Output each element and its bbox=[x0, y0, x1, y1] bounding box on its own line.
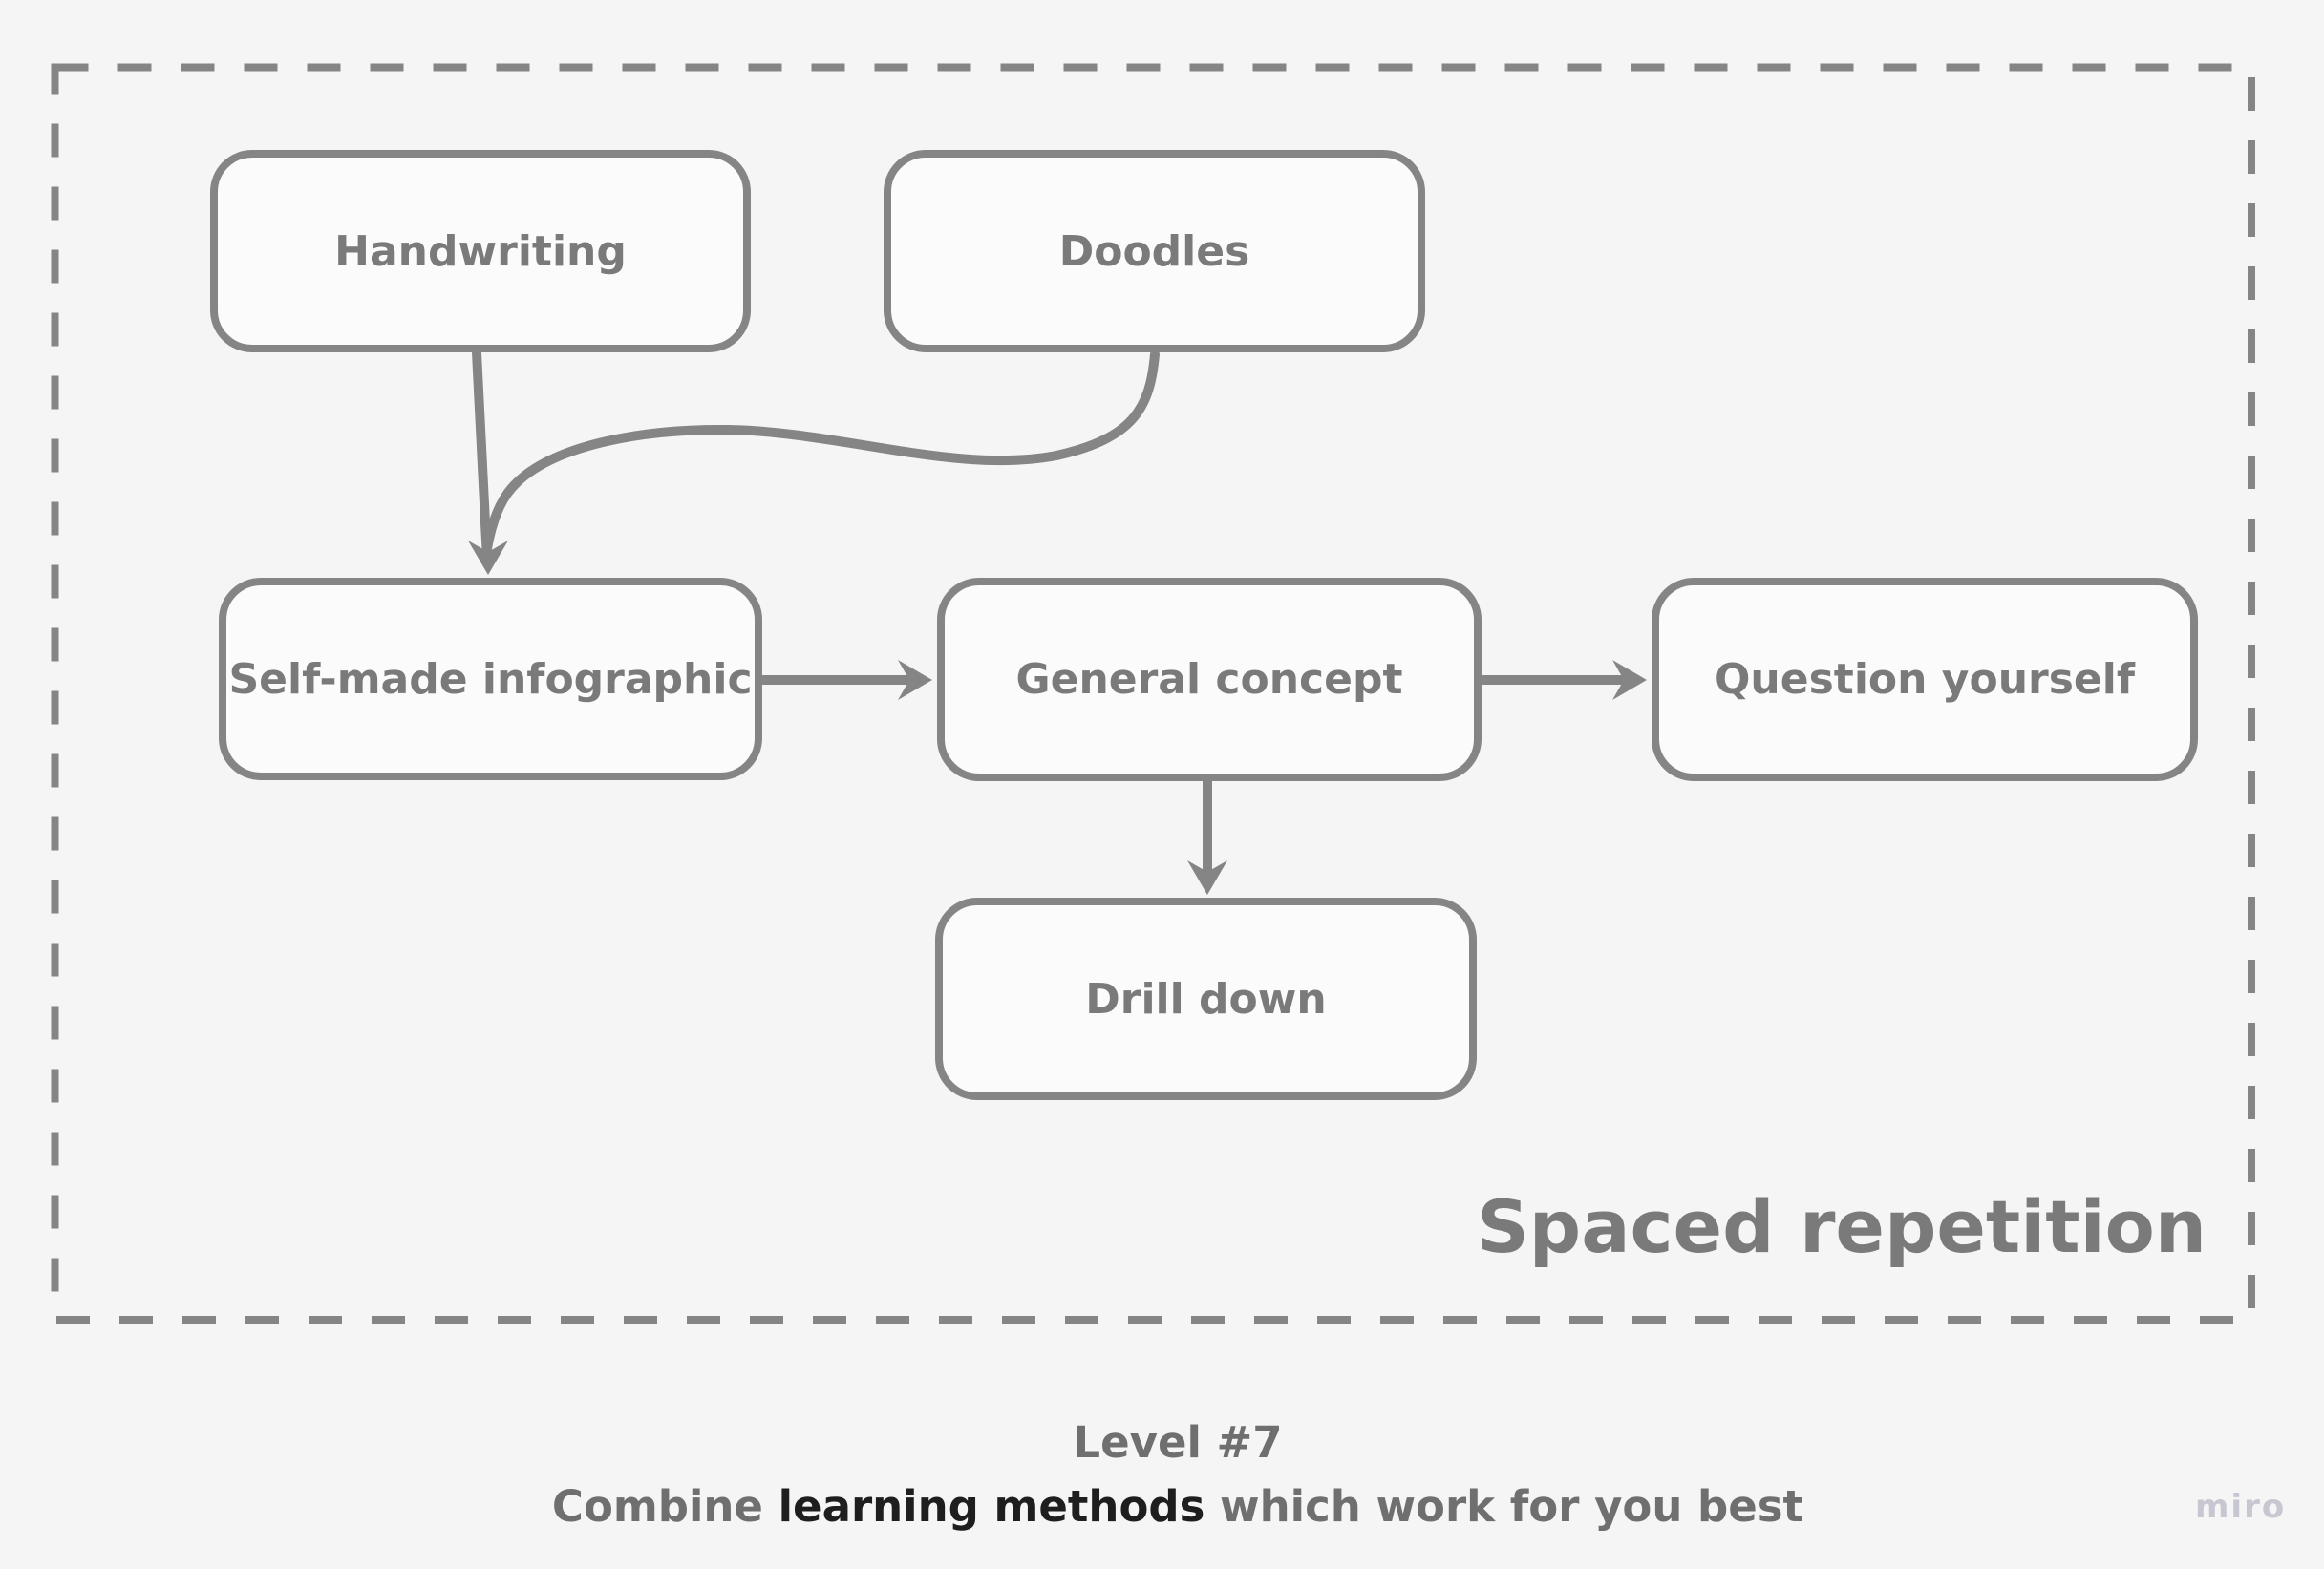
node-general-concept[interactable]: General concept bbox=[937, 578, 1482, 781]
frame-border[interactable] bbox=[51, 63, 2255, 1324]
caption-line2-suffix: which work for you best bbox=[1205, 1480, 1804, 1532]
caption-line1: Level #7 bbox=[1073, 1417, 1283, 1468]
miro-watermark: miro bbox=[2195, 1488, 2287, 1526]
connector-doodles-to-infographic[interactable] bbox=[481, 350, 1160, 559]
node-handwriting[interactable]: Handwriting bbox=[210, 150, 751, 352]
node-self-made-infographic-label: Self-made infographic bbox=[228, 654, 753, 704]
arrowhead-right-question bbox=[1612, 660, 1647, 700]
frame-title[interactable]: Spaced repetition bbox=[1477, 1184, 2207, 1269]
caption-line2-prefix: Combine bbox=[551, 1480, 778, 1532]
arrowhead-right-general bbox=[898, 660, 932, 700]
caption-text[interactable]: Level #7 Combine learning methods which … bbox=[552, 1411, 1803, 1538]
node-question-yourself-label: Question yourself bbox=[1715, 655, 2135, 704]
node-doodles[interactable]: Doodles bbox=[884, 150, 1425, 352]
node-handwriting-label: Handwriting bbox=[334, 226, 627, 276]
node-doodles-label: Doodles bbox=[1058, 226, 1250, 276]
node-drill-down-label: Drill down bbox=[1085, 974, 1327, 1024]
connector-handwriting-to-infographic[interactable] bbox=[472, 348, 492, 562]
node-general-concept-label: General concept bbox=[1015, 655, 1403, 704]
node-question-yourself[interactable]: Question yourself bbox=[1652, 578, 2198, 781]
caption-line2-emphasis: learning methods bbox=[778, 1480, 1205, 1532]
node-self-made-infographic[interactable]: Self-made infographic bbox=[219, 578, 762, 780]
node-drill-down[interactable]: Drill down bbox=[935, 898, 1477, 1100]
caption-line2: Combine learning methods which work for … bbox=[552, 1475, 1803, 1539]
arrowhead-down-drilldown bbox=[1187, 860, 1227, 895]
